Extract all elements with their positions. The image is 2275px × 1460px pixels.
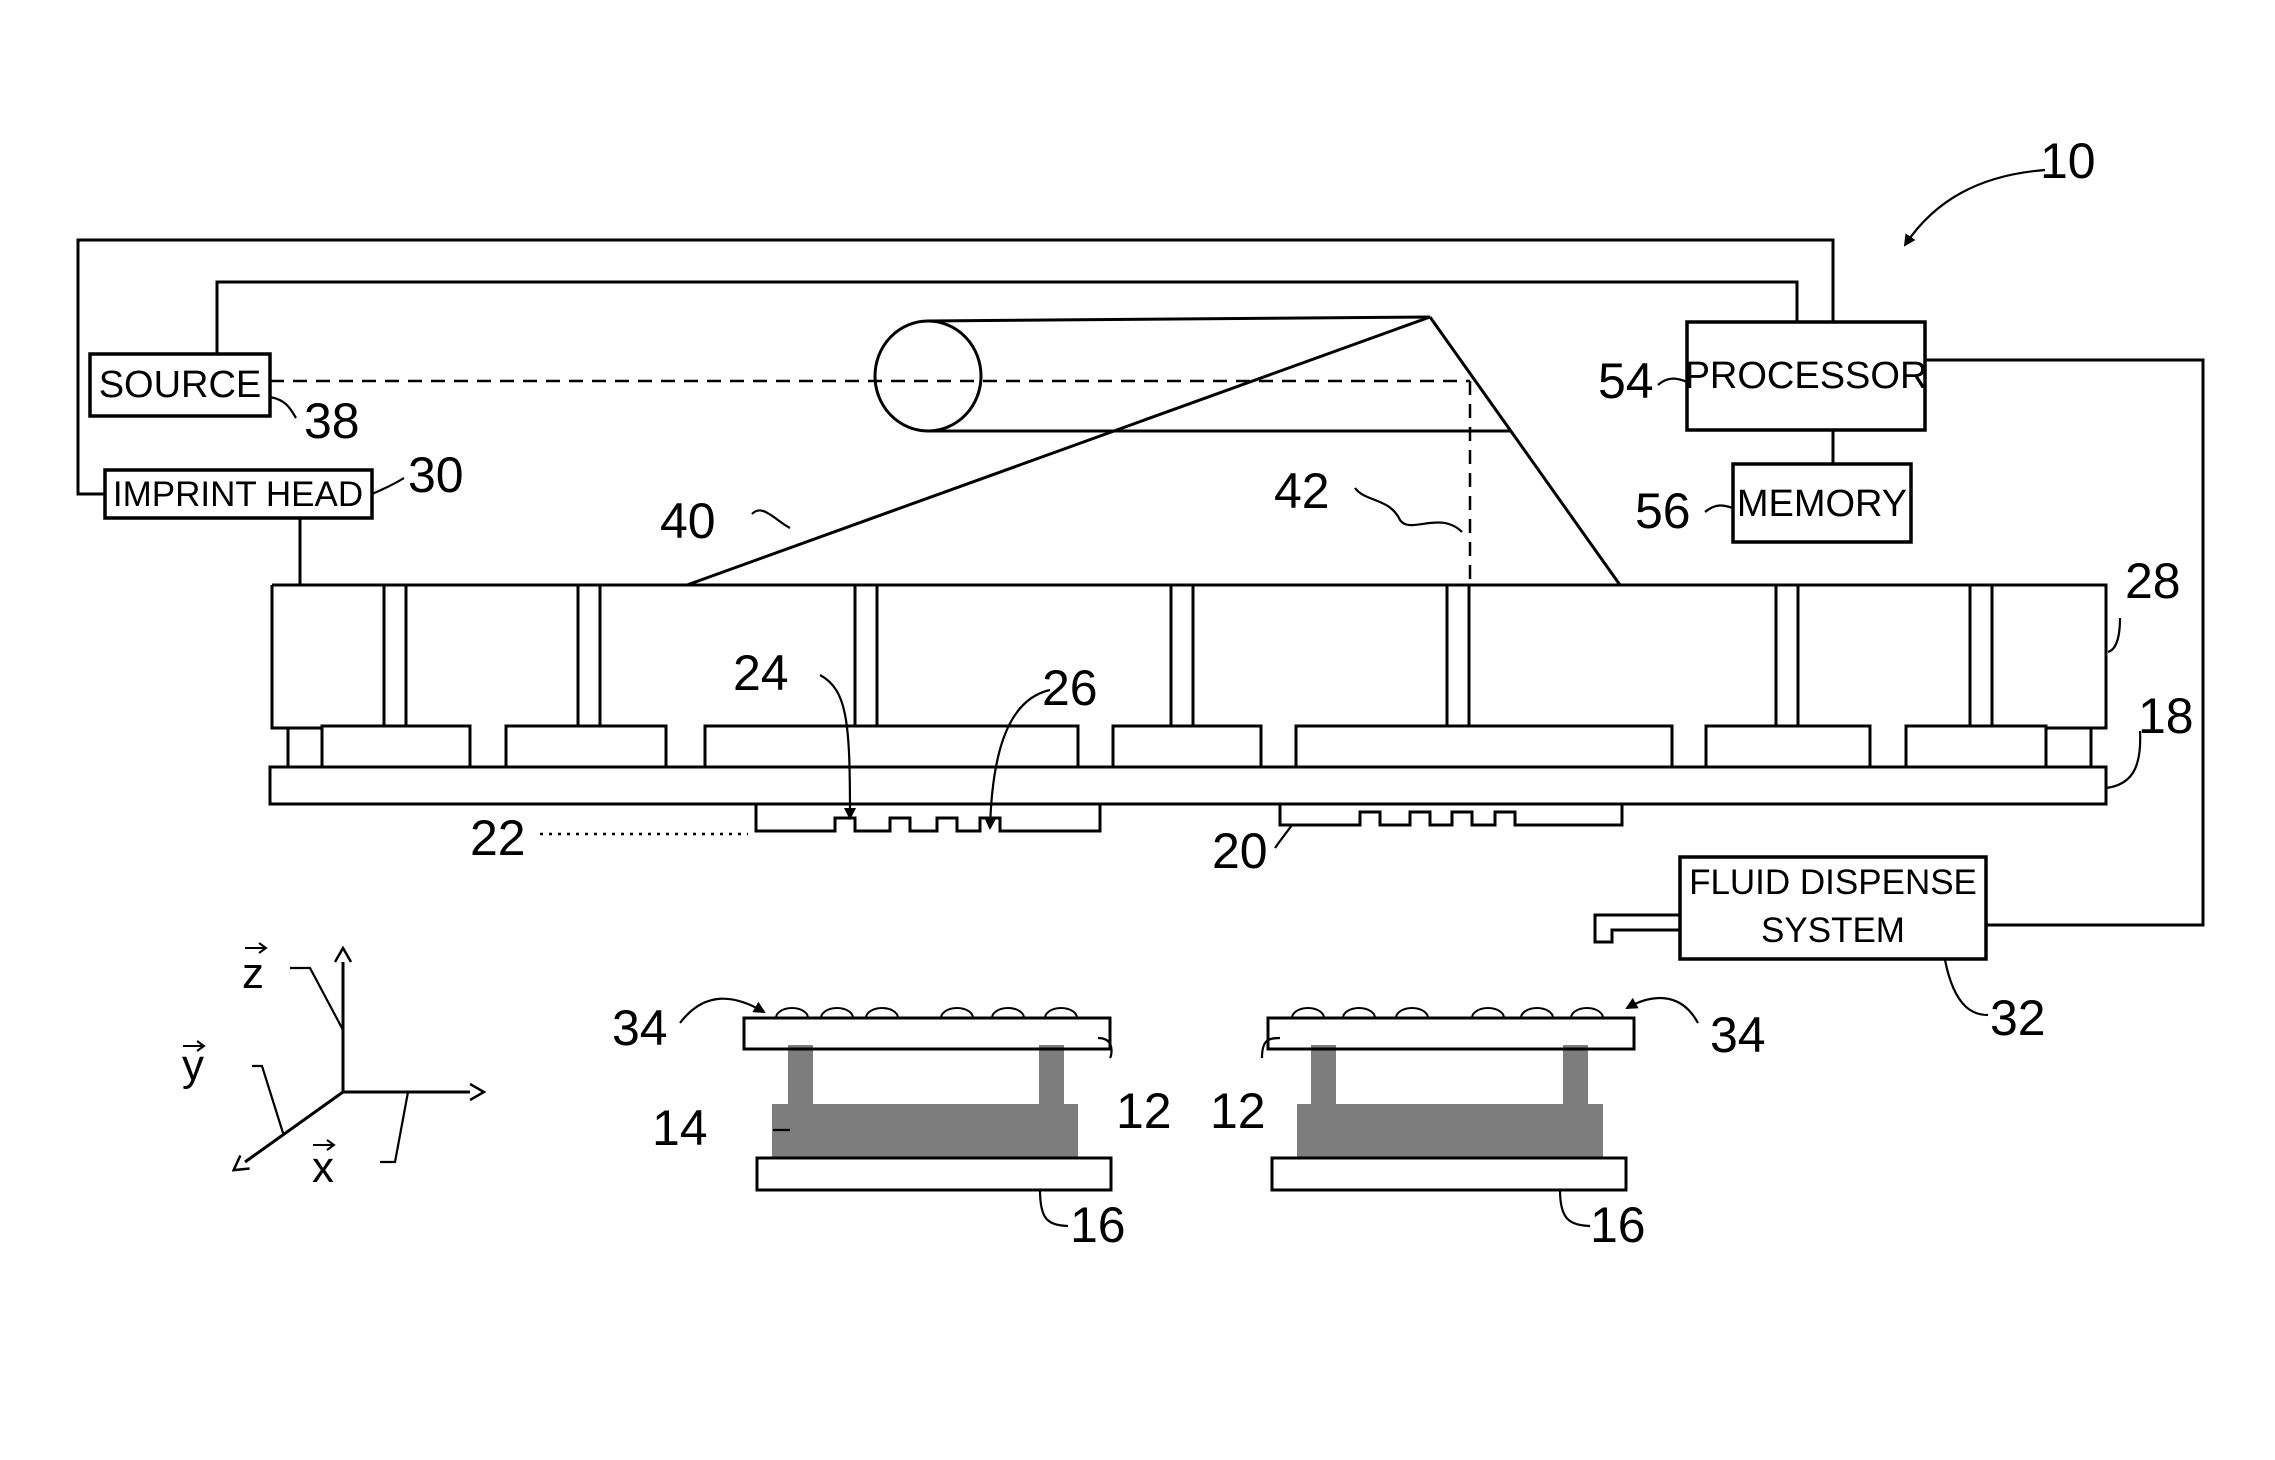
memory-label: MEMORY bbox=[1737, 483, 1907, 525]
source-label: SOURCE bbox=[99, 364, 262, 406]
fluid-dispense-system-block: FLUID DISPENSE SYSTEM bbox=[1595, 857, 1986, 959]
ref-42: 42 bbox=[1274, 463, 1330, 519]
imprint-head-block: IMPRINT HEAD bbox=[105, 470, 372, 518]
ref-16-left: 16 bbox=[1070, 1197, 1126, 1253]
optical-paths bbox=[270, 317, 1620, 585]
ref-16-right: 16 bbox=[1590, 1197, 1646, 1253]
vacuum-channels bbox=[384, 585, 1992, 726]
ref-10: 10 bbox=[2040, 133, 2096, 189]
substrate-stack-right bbox=[1268, 1008, 1634, 1190]
memory-block: MEMORY bbox=[1733, 464, 1911, 542]
template bbox=[270, 767, 2106, 804]
ref-34-right: 34 bbox=[1710, 1007, 1766, 1063]
reference-numerals: 10 54 56 38 30 40 42 28 18 24 26 22 20 3… bbox=[304, 133, 2194, 1253]
ref-32: 32 bbox=[1990, 990, 2046, 1046]
mold-right bbox=[1280, 804, 1622, 825]
mold-left-patterning-surface bbox=[756, 804, 1100, 831]
z-axis-label: z bbox=[242, 949, 264, 998]
fluid-dispense-label-line2: SYSTEM bbox=[1761, 911, 1905, 950]
camera-lens bbox=[875, 321, 981, 431]
ref-26: 26 bbox=[1042, 660, 1098, 716]
axis-label-z: z bbox=[242, 943, 266, 998]
ref-12-right: 12 bbox=[1210, 1083, 1266, 1139]
chuck-lands bbox=[288, 726, 2091, 767]
ref-20: 20 bbox=[1212, 823, 1268, 879]
source-block: SOURCE bbox=[90, 354, 270, 416]
x-axis-label: x bbox=[312, 1143, 334, 1192]
ref-38: 38 bbox=[304, 393, 360, 449]
fluid-dispense-label-line1: FLUID DISPENSE bbox=[1689, 863, 1977, 902]
processor-block: PROCESSOR bbox=[1685, 322, 1928, 430]
ref-30: 30 bbox=[408, 447, 464, 503]
ref-24: 24 bbox=[733, 645, 789, 701]
energy-path-40 bbox=[687, 317, 1430, 585]
ref-40: 40 bbox=[660, 493, 716, 549]
ref-12-left: 12 bbox=[1116, 1083, 1172, 1139]
ref-54: 54 bbox=[1598, 353, 1654, 409]
processor-label: PROCESSOR bbox=[1685, 355, 1928, 397]
template-chuck bbox=[272, 585, 2106, 767]
substrate-stack-left bbox=[744, 1008, 1111, 1190]
ref-14: 14 bbox=[652, 1100, 708, 1156]
ref-28: 28 bbox=[2125, 553, 2181, 609]
ref-22: 22 bbox=[470, 810, 526, 866]
ref-56: 56 bbox=[1635, 483, 1691, 539]
ref-18: 18 bbox=[2138, 688, 2194, 744]
imprint-head-label: IMPRINT HEAD bbox=[113, 475, 363, 514]
axis-label-x: x bbox=[312, 1140, 334, 1192]
axis-label-y: y bbox=[182, 1041, 204, 1090]
coordinate-axes: z y x bbox=[182, 943, 470, 1192]
ref-34-left: 34 bbox=[612, 1000, 668, 1056]
